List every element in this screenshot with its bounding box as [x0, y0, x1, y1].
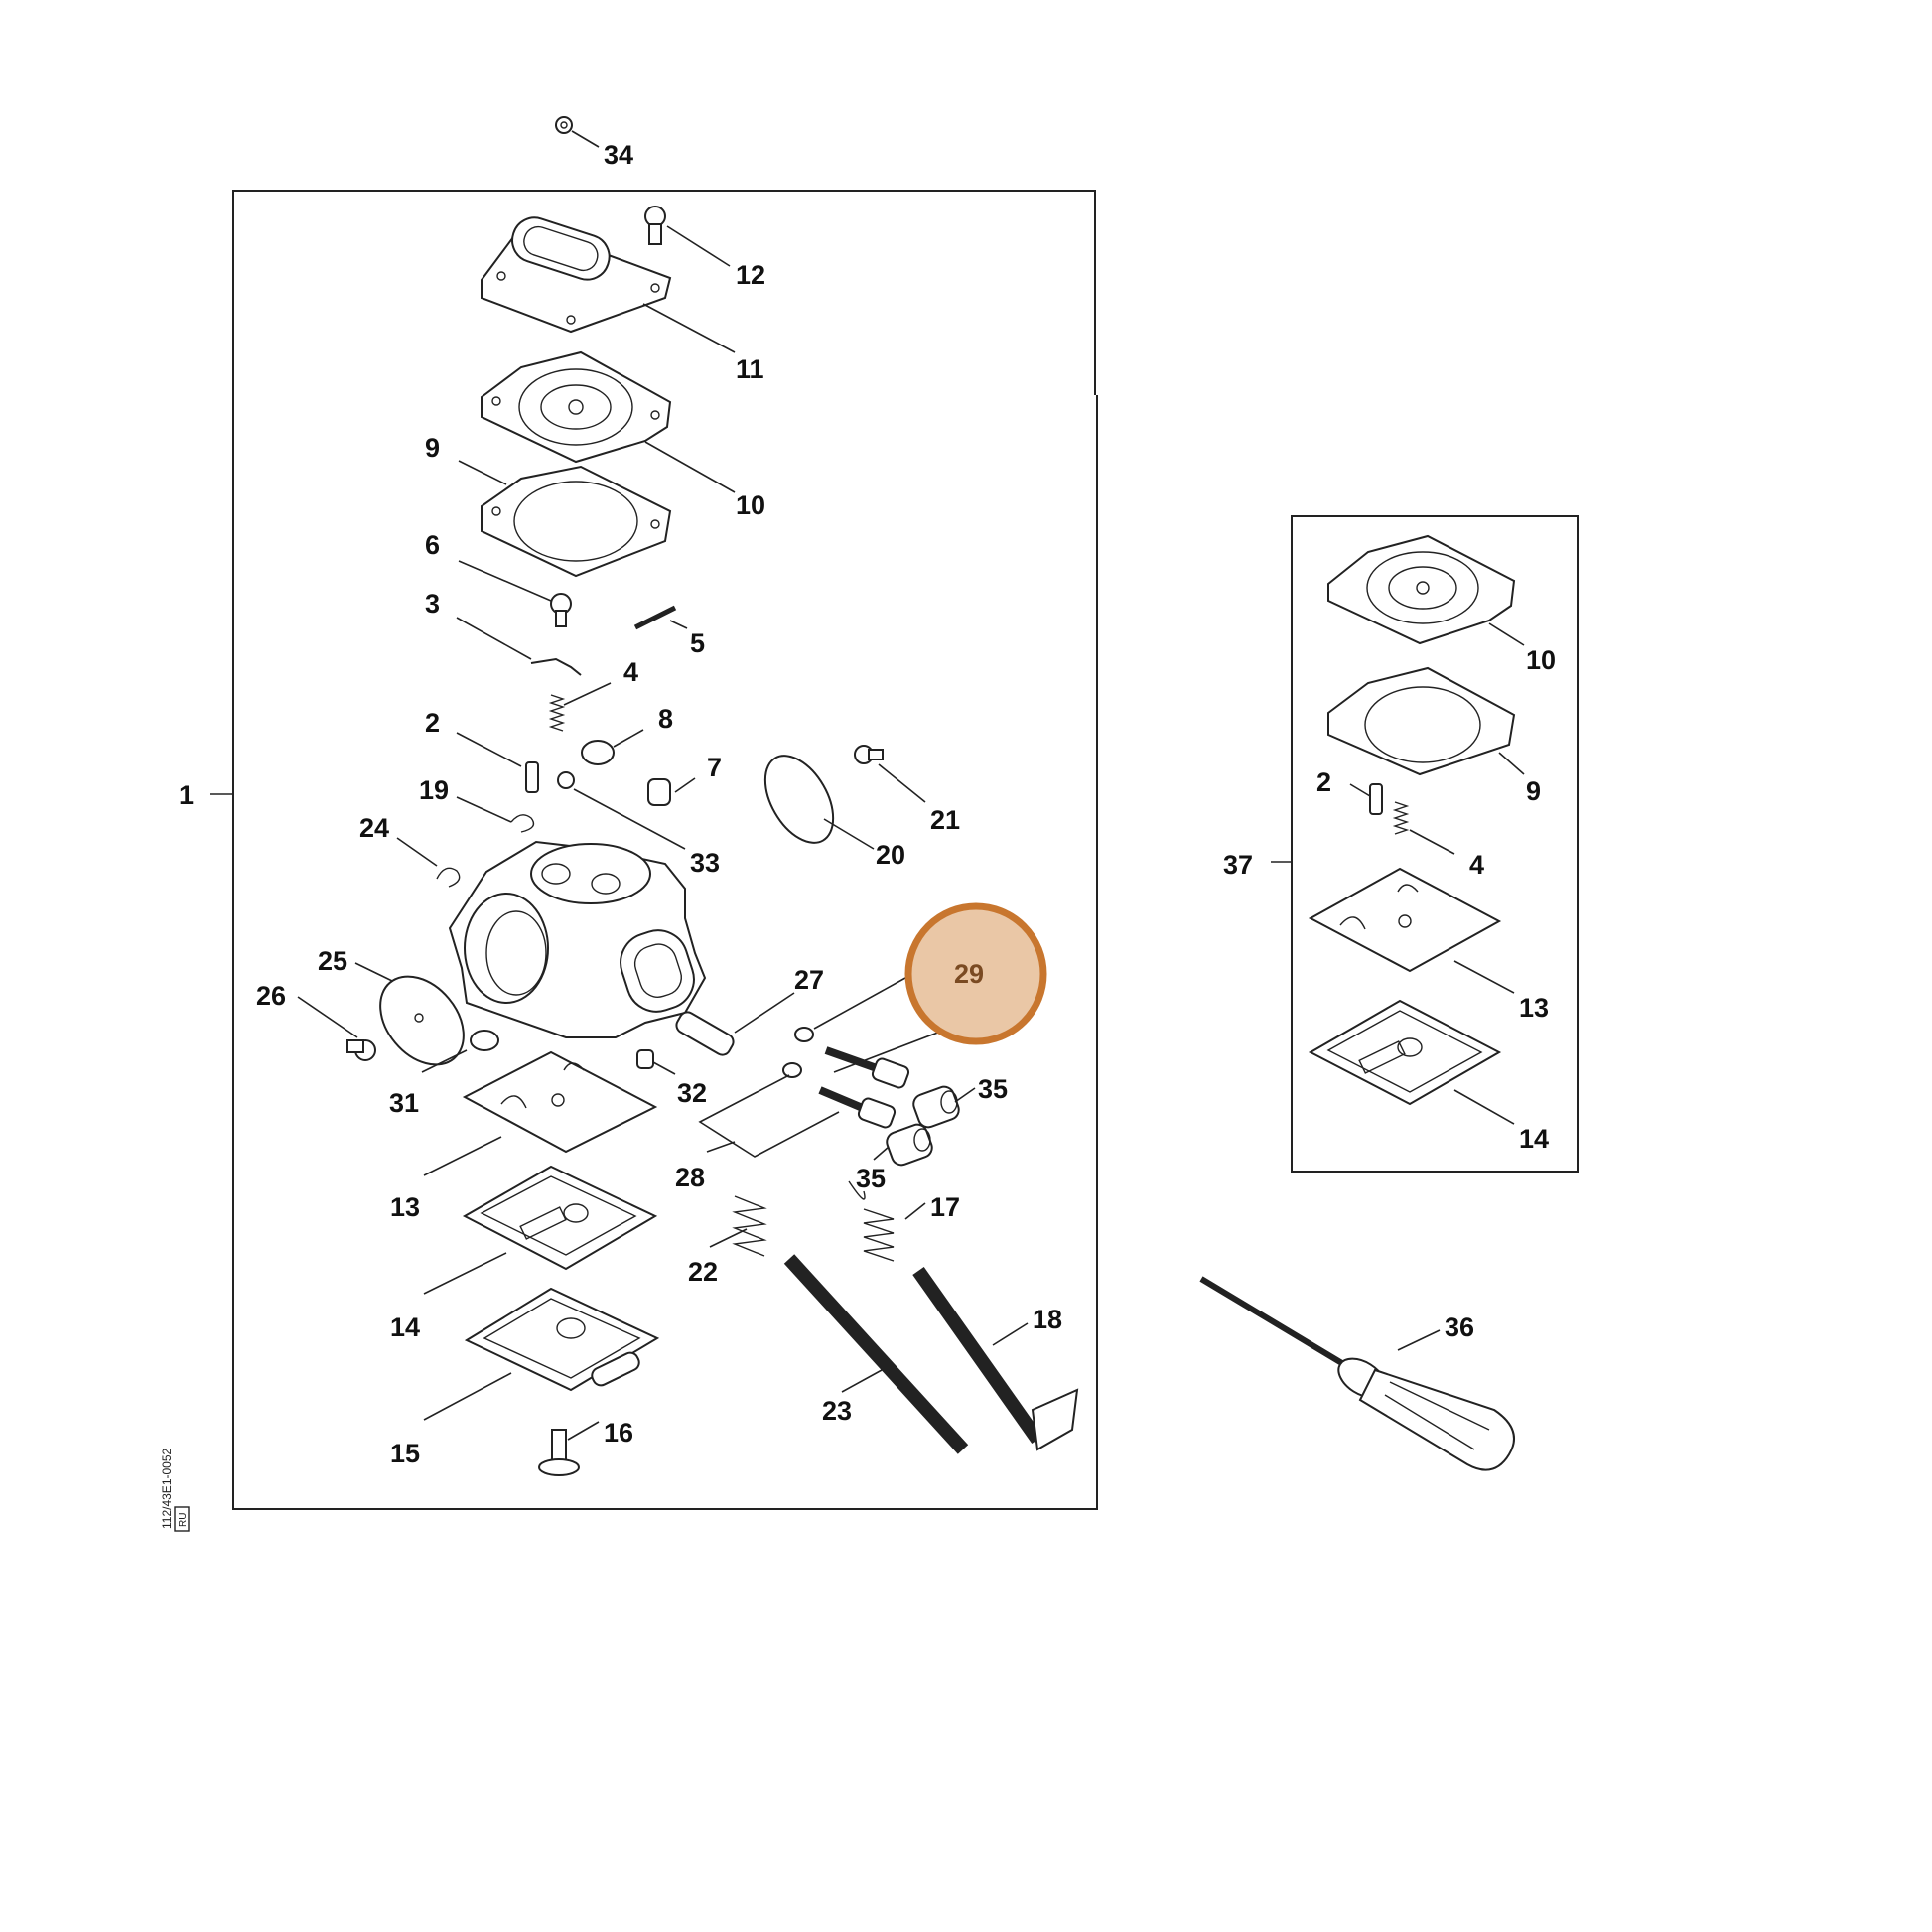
callout-35-lower[interactable]: 35	[856, 1164, 886, 1193]
callout-5[interactable]: 5	[690, 628, 705, 658]
part-13-gasket[interactable]	[423, 1050, 658, 1176]
part-23-shaft[interactable]	[783, 1254, 969, 1454]
callout-28[interactable]: 28	[675, 1163, 705, 1192]
part-14-plate[interactable]	[423, 1165, 658, 1295]
part-4-spring[interactable]	[548, 682, 612, 732]
part-2-needle[interactable]	[456, 732, 539, 793]
carburetor-body[interactable]	[448, 840, 707, 1038]
part-29-o-rings[interactable]	[782, 977, 950, 1078]
kit-callout-14[interactable]: 14	[1519, 1124, 1549, 1154]
callout-15[interactable]: 15	[390, 1439, 420, 1468]
highlight-29-label[interactable]: 29	[954, 959, 984, 989]
kit-callout-2[interactable]: 2	[1316, 767, 1331, 797]
part-25-disc[interactable]	[354, 960, 481, 1081]
kit-callout-9[interactable]: 9	[1526, 776, 1541, 806]
part-7-fitting[interactable]	[647, 777, 696, 806]
part-12-screw[interactable]	[644, 206, 731, 267]
adjustment-needles[interactable]	[818, 1046, 910, 1129]
part-21-screw[interactable]	[854, 745, 926, 803]
part-17-spring[interactable]	[848, 1180, 926, 1262]
callout-33[interactable]: 33	[690, 848, 720, 878]
part-24-clip[interactable]	[396, 837, 461, 888]
part-27-screw[interactable]	[674, 992, 795, 1058]
part-3-lever[interactable]	[456, 617, 582, 676]
main-assembly-frame	[232, 190, 1098, 1510]
kit-part-2-needle[interactable]	[1349, 783, 1383, 815]
part-26-screw[interactable]	[297, 996, 376, 1061]
part-20-disc[interactable]	[752, 744, 875, 854]
callout-13[interactable]: 13	[390, 1192, 420, 1222]
callout-24[interactable]: 24	[359, 813, 389, 843]
callout-22[interactable]: 22	[688, 1257, 718, 1287]
part-35-caps[interactable]	[873, 1084, 976, 1168]
part-8-plug[interactable]	[581, 729, 644, 765]
part-6-screw[interactable]	[458, 560, 572, 627]
kit-callout-10[interactable]: 10	[1526, 645, 1556, 675]
callout-25[interactable]: 25	[318, 946, 347, 976]
callout-4[interactable]: 4	[623, 657, 638, 687]
kit-part-14-plate[interactable]	[1308, 999, 1515, 1125]
part-9-gasket[interactable]	[458, 460, 672, 578]
callout-23[interactable]: 23	[822, 1396, 852, 1426]
highlight-29[interactable]	[904, 902, 1047, 1045]
part-36-screwdriver[interactable]	[1199, 1276, 1515, 1471]
callout-36[interactable]: 36	[1445, 1312, 1474, 1342]
callout-32[interactable]: 32	[677, 1078, 707, 1108]
kit-part-13-gasket[interactable]	[1308, 867, 1515, 994]
part-18-shaft[interactable]	[912, 1266, 1079, 1451]
part-34-nut[interactable]	[555, 116, 600, 148]
callout-37[interactable]: 37	[1223, 850, 1253, 880]
part-33-ring[interactable]	[557, 771, 686, 850]
callout-31[interactable]: 31	[389, 1088, 419, 1118]
kit-frame	[1291, 515, 1579, 1173]
part-11-cover[interactable]	[481, 212, 736, 353]
callout-20[interactable]: 20	[876, 840, 905, 870]
drawing-code-text: 112/43E1-0052	[160, 1448, 174, 1529]
callout-27[interactable]: 27	[794, 965, 824, 995]
part-31-strainer[interactable]	[421, 1030, 499, 1073]
callout-19[interactable]: 19	[419, 775, 449, 805]
part-28-bracket[interactable]	[698, 1074, 840, 1158]
part-5-pin[interactable]	[633, 605, 688, 630]
drawing-code: 112/43E1-0052 RU	[160, 1448, 190, 1532]
callout-12[interactable]: 12	[736, 260, 765, 290]
callout-10[interactable]: 10	[736, 490, 765, 520]
callout-1[interactable]: 1	[179, 780, 194, 810]
callout-3[interactable]: 3	[425, 589, 440, 619]
kit-part-4-spring[interactable]	[1392, 801, 1455, 855]
kit-part-9-gasket[interactable]	[1327, 666, 1525, 776]
callout-16[interactable]: 16	[604, 1418, 633, 1448]
callout-26[interactable]: 26	[256, 981, 286, 1011]
callout-18[interactable]: 18	[1033, 1305, 1062, 1334]
callout-14[interactable]: 14	[390, 1312, 420, 1342]
callout-21[interactable]: 21	[930, 805, 960, 835]
callout-7[interactable]: 7	[707, 753, 722, 782]
part-32-plug[interactable]	[636, 1049, 676, 1075]
callout-2[interactable]: 2	[425, 708, 440, 738]
kit-callout-13[interactable]: 13	[1519, 993, 1549, 1023]
part-10-diaphragm[interactable]	[481, 350, 736, 493]
part-15-pump-cover[interactable]	[423, 1287, 660, 1421]
callout-9[interactable]: 9	[425, 433, 440, 463]
callout-8[interactable]: 8	[658, 704, 673, 734]
kit-part-10-diaphragm[interactable]	[1327, 534, 1525, 646]
callout-17[interactable]: 17	[930, 1192, 960, 1222]
callout-11[interactable]: 11	[736, 354, 764, 384]
callout-34[interactable]: 34	[604, 140, 633, 170]
part-19-clip[interactable]	[456, 796, 535, 833]
part-16-screw[interactable]	[538, 1421, 600, 1476]
callout-6[interactable]: 6	[425, 530, 440, 560]
drawing-code-box-text: RU	[178, 1513, 189, 1527]
kit-callout-4[interactable]: 4	[1469, 850, 1484, 880]
callout-35-upper[interactable]: 35	[978, 1074, 1008, 1104]
part-22-spring[interactable]	[709, 1195, 767, 1257]
